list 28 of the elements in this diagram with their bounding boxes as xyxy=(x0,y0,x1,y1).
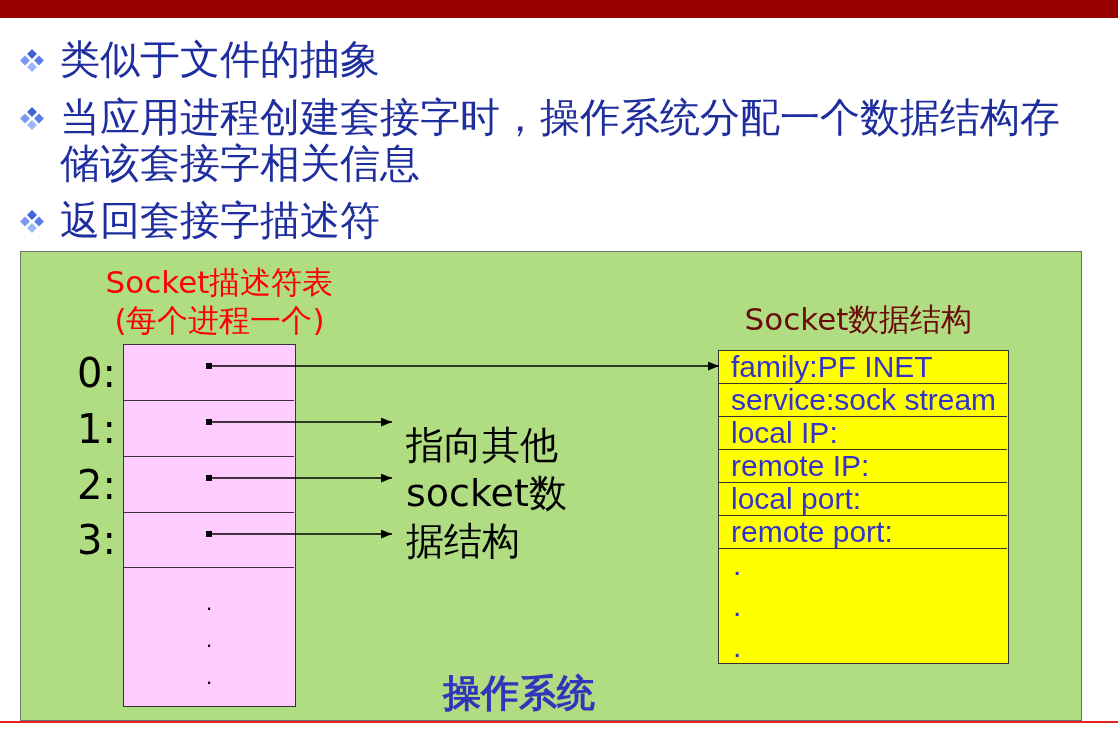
struct-heading: Socket数据结构 xyxy=(744,300,973,339)
field-label: local port: xyxy=(731,483,862,515)
row-index: 2: xyxy=(77,464,116,505)
panel-title: 操作系统 xyxy=(443,671,595,715)
table-heading: Socket描述符表(每个进程一个) xyxy=(104,263,335,339)
row-index: 3: xyxy=(77,520,116,560)
bullet-text: 当应用进程创建套接字时，操作系统分配一个数据结构存储该套接字相关信息 xyxy=(60,95,1061,187)
system-panel xyxy=(20,251,1082,721)
arrow xyxy=(211,473,393,483)
bullet-text: 类似于文件的抽象 xyxy=(60,37,381,83)
field-label: remote port: xyxy=(731,516,893,548)
ellipsis-mark: . xyxy=(205,666,213,688)
bullet-text: 返回套接字描述符 xyxy=(60,198,381,244)
pointer-note: 指向其他socket数据结构 xyxy=(392,414,581,565)
row-index: 1: xyxy=(77,408,116,449)
arrow xyxy=(211,417,393,427)
arrow xyxy=(211,529,393,539)
ellipsis-mark: . xyxy=(205,629,213,651)
ellipsis-mark: . xyxy=(733,550,742,580)
field-label: local IP: xyxy=(731,417,838,449)
row-index: 0: xyxy=(77,352,116,393)
ellipsis-mark: . xyxy=(733,591,742,621)
ellipsis-mark: . xyxy=(205,592,213,614)
field-label: remote IP: xyxy=(731,450,870,482)
arrow xyxy=(211,361,720,371)
field-label: family:PF INET xyxy=(731,351,933,383)
ellipsis-mark: . xyxy=(733,632,742,662)
field-label: service:sock stream xyxy=(731,384,997,416)
